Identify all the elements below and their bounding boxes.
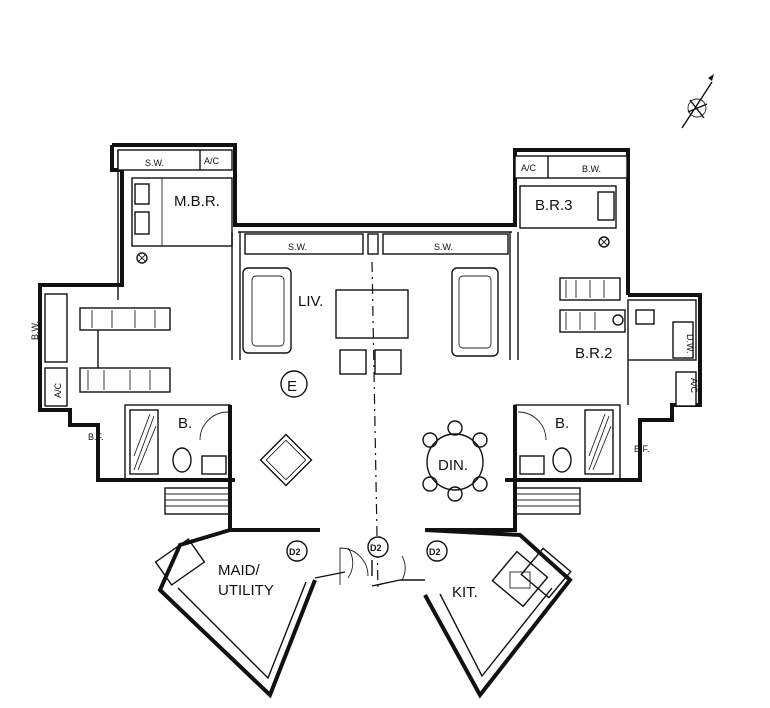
bw-label: B.W. — [582, 164, 601, 174]
br3-furniture: B.R.3 — [519, 185, 621, 301]
br2-area: D.W. A/C B.R.2 — [559, 299, 699, 407]
bf-label: B.F. — [634, 444, 650, 454]
main-door — [339, 547, 401, 587]
door-tag: D2 — [286, 540, 308, 562]
svg-text:D2: D2 — [429, 547, 441, 557]
dining-table: DIN. — [422, 420, 488, 502]
ac-label: A/C — [521, 163, 537, 173]
br3-window: A/C B.W. — [514, 155, 628, 179]
ac-label: A/C — [53, 382, 63, 398]
bathroom-left: B. B.F. — [88, 404, 231, 515]
room-label-bath-left: B. — [178, 415, 192, 432]
room-label-br2: B.R.2 — [575, 345, 613, 362]
maid-utility-wing: MAID/ UTILITY — [154, 528, 354, 699]
centre-axis — [371, 261, 379, 591]
room-label-br3: B.R.3 — [535, 197, 573, 214]
door-tag: D2 — [426, 540, 448, 562]
svg-text:E: E — [287, 378, 297, 395]
table-left — [259, 433, 313, 487]
room-label-bath-right: B. — [555, 415, 569, 432]
dw-label: D.W. — [685, 334, 695, 354]
bw-label: B.W. — [30, 321, 40, 340]
living-windows: S.W. S.W. — [244, 233, 509, 255]
room-label-maid-1: MAID/ — [218, 562, 261, 579]
living-furniture: LIV. — [242, 267, 499, 375]
room-label-maid-2: UTILITY — [218, 582, 274, 599]
svg-text:D2: D2 — [289, 547, 301, 557]
door-tag: D2 — [367, 536, 389, 558]
ac-label: A/C — [689, 378, 699, 394]
mbr-furniture: M.B.R. — [131, 177, 233, 264]
entrance-marker: E — [280, 370, 308, 398]
room-label-mbr: M.B.R. — [174, 193, 220, 210]
room-label-kitchen: KIT. — [452, 584, 478, 601]
svg-text:D2: D2 — [370, 543, 382, 553]
sw-label: S.W. — [145, 158, 164, 168]
ac-label: A/C — [204, 156, 220, 166]
sw-label: S.W. — [288, 242, 307, 252]
left-wing-fixtures: B.W. A/C — [30, 293, 171, 407]
kitchen-wing: KIT. — [400, 528, 573, 699]
room-label-living: LIV. — [298, 293, 323, 310]
north-arrow-icon — [681, 74, 714, 129]
sw-label: S.W. — [434, 242, 453, 252]
bf-label: B.F. — [88, 432, 104, 442]
bathroom-right: B. B.F. — [514, 404, 650, 515]
room-label-dining: DIN. — [438, 457, 468, 474]
mbr-window: S.W. A/C — [117, 149, 233, 171]
